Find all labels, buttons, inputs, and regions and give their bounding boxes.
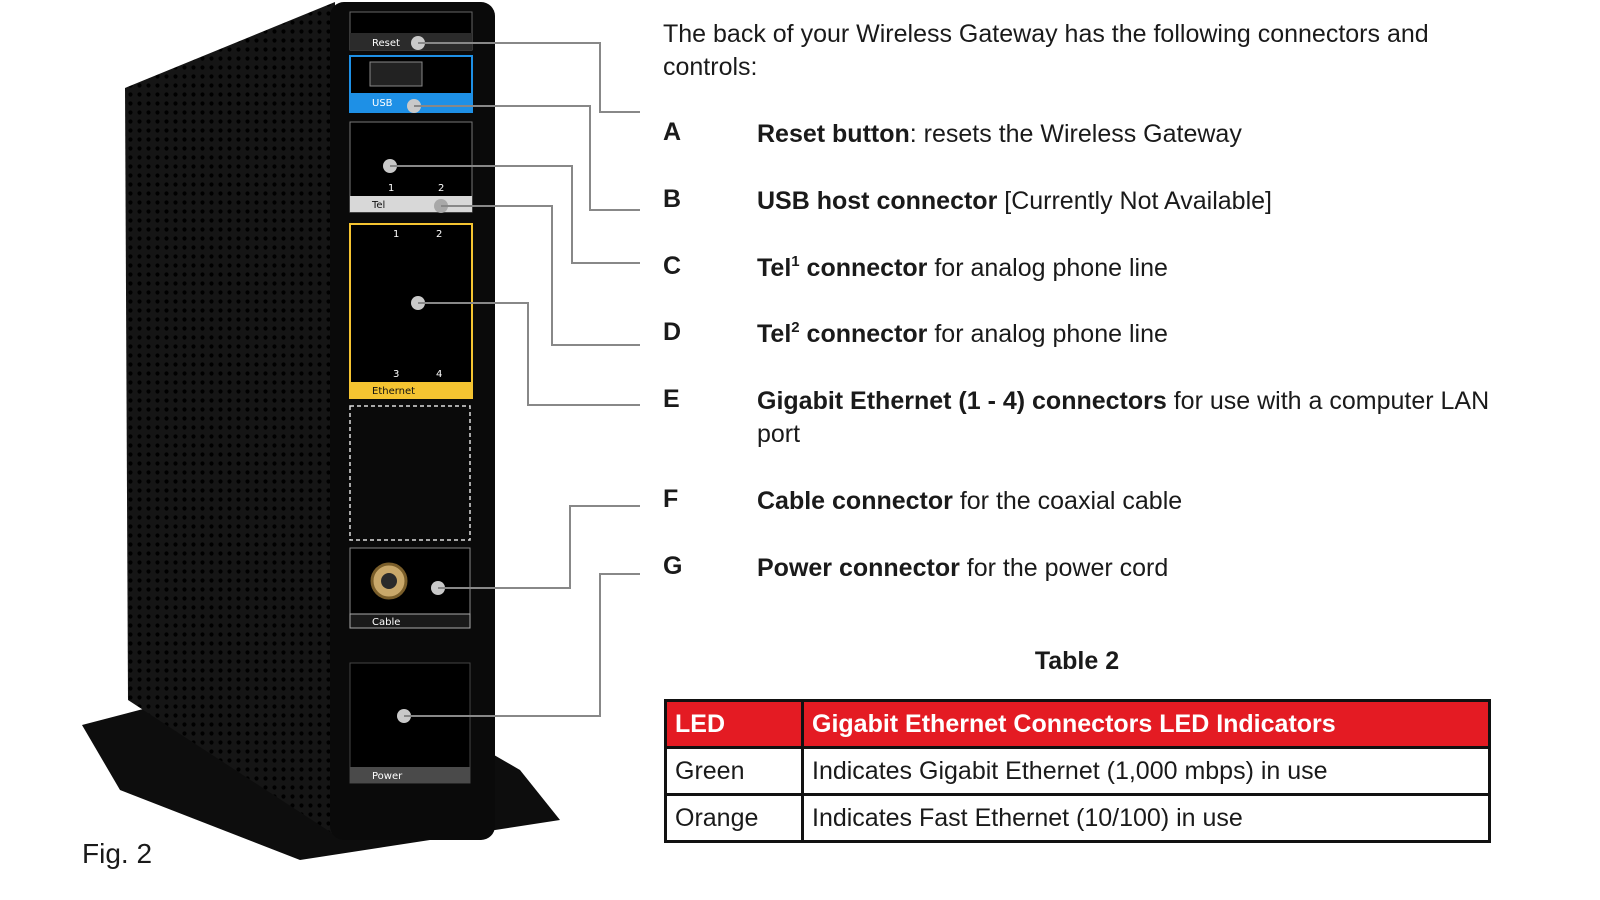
- table-row: Orange Indicates Fast Ethernet (10/100) …: [664, 793, 1491, 843]
- item-letter-a: A: [663, 118, 682, 146]
- item-letter-b: B: [663, 185, 682, 213]
- table-title: Table 2: [1034, 647, 1120, 675]
- item-desc-d: Tel2 connector for analog phone line: [757, 319, 1168, 348]
- ethernet-panel: [349, 223, 473, 399]
- table-row: Green Indicates Gigabit Ethernet (1,000 …: [664, 746, 1491, 796]
- table-header-led: LED: [664, 699, 804, 749]
- usb-port[interactable]: [369, 61, 423, 87]
- item-desc-f: Cable connector for the coaxial cable: [757, 487, 1183, 515]
- figure-caption: Fig. 2: [82, 838, 153, 869]
- item-desc-e: Gigabit Ethernet (1 - 4) connectors for …: [757, 387, 1490, 448]
- table-cell: Indicates Fast Ethernet (10/100) in use: [801, 793, 1491, 843]
- empty-slot: [349, 405, 471, 541]
- table-cell: Green: [664, 746, 804, 796]
- item-letter-f: F: [663, 485, 679, 513]
- callout-lines: [390, 42, 640, 717]
- table-cell: Indicates Gigabit Ethernet (1,000 mbps) …: [801, 746, 1491, 796]
- eth-port-1-label: 1: [393, 229, 399, 240]
- item-letter-d: D: [663, 318, 682, 346]
- ethernet-label: Ethernet: [372, 386, 415, 397]
- table-header-indicators: Gigabit Ethernet Connectors LED Indicato…: [801, 699, 1491, 749]
- eth-port-4-label: 4: [436, 369, 442, 380]
- cable-label: Cable: [372, 617, 400, 628]
- item-desc-b: USB host connector [Currently Not Availa…: [757, 187, 1272, 215]
- tel-port-1-label: 1: [388, 183, 394, 194]
- power-label: Power: [372, 771, 403, 782]
- tel-label: Tel: [371, 200, 385, 211]
- table-header-row: LED Gigabit Ethernet Connectors LED Indi…: [664, 699, 1491, 749]
- eth-port-2-label: 2: [436, 229, 442, 240]
- led-indicator-table: LED Gigabit Ethernet Connectors LED Indi…: [664, 699, 1491, 843]
- tel-port-2-label: 2: [438, 183, 444, 194]
- item-letter-e: E: [663, 385, 680, 413]
- table-cell: Orange: [664, 793, 804, 843]
- gateway-illustration: Reset USB 1 2 Tel 1 2 3 4 Ethernet Cable…: [82, 2, 640, 860]
- item-desc-g: Power connector for the power cord: [757, 554, 1169, 582]
- item-letter-g: G: [663, 552, 683, 580]
- item-desc-c: Tel1 connector for analog phone line: [757, 253, 1168, 282]
- device-side-panel: [125, 2, 335, 835]
- intro-text: The back of your Wireless Gateway has th…: [663, 20, 1429, 81]
- power-panel: [349, 662, 471, 784]
- eth-port-3-label: 3: [393, 369, 399, 380]
- reset-label: Reset: [372, 38, 400, 49]
- item-desc-a: Reset button: resets the Wireless Gatewa…: [757, 120, 1242, 148]
- item-letter-c: C: [663, 252, 682, 280]
- usb-label: USB: [372, 98, 393, 109]
